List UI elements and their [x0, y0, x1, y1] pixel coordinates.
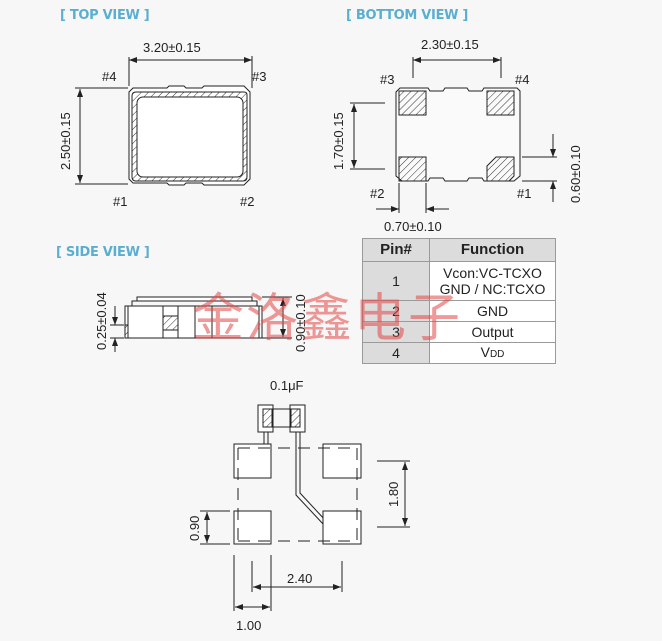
pin-function: VDD [429, 342, 556, 364]
top-pin3-label: #3 [252, 69, 266, 84]
side-view-title: [ SIDE VIEW ] [56, 245, 150, 260]
top-width-dim: 3.20±0.15 [143, 40, 201, 55]
top-pin1-label: #1 [113, 194, 127, 209]
top-height-dim: 2.50±0.15 [58, 112, 73, 170]
footprint-drawing [200, 404, 410, 611]
function-column-header: Function [429, 238, 556, 262]
table-row: 2 GND [362, 300, 556, 322]
capacitor-label: 0.1μF [270, 378, 304, 393]
top-pin2-label: #2 [240, 194, 254, 209]
table-row: 1 Vcon:VC-TCXO GND / NC:TCXO [362, 261, 556, 301]
pin-number: 1 [362, 261, 430, 301]
pin-function: GND [429, 300, 556, 322]
vdd-subscript: DD [489, 348, 505, 360]
side-view-drawing [110, 296, 292, 352]
side-base-dim: 0.25±0.04 [94, 292, 109, 350]
pin-function-line1: Vcon:VC-TCXO [443, 265, 542, 281]
table-header-row: Pin# Function [362, 238, 556, 262]
bottom-pitch-dim: 2.30±0.15 [421, 37, 479, 52]
table-row: 3 Output [362, 321, 556, 343]
footprint-pad-height: 0.90 [187, 516, 202, 541]
pin-function-line2: GND / NC:TCXO [439, 281, 546, 297]
pin-number: 2 [362, 300, 430, 322]
pin-function: Vcon:VC-TCXO GND / NC:TCXO [429, 261, 556, 301]
table-row: 4 VDD [362, 342, 556, 364]
bottom-view-title: [ BOTTOM VIEW ] [346, 8, 469, 23]
bottom-pin3-label: #3 [380, 72, 394, 87]
footprint-vertical-pitch: 1.80 [386, 482, 401, 507]
bottom-pad-height-dim: 0.60±0.10 [568, 145, 583, 203]
pin-number: 3 [362, 321, 430, 343]
vdd-main: V [480, 343, 490, 360]
pin-function-table: Pin# Function 1 Vcon:VC-TCXO GND / NC:TC… [362, 238, 556, 364]
bottom-view-drawing [350, 57, 557, 213]
side-height-dim: 0.90±0.10 [293, 294, 308, 352]
footprint-horizontal-pitch: 2.40 [287, 571, 312, 586]
footprint-pad-width: 1.00 [236, 618, 261, 633]
top-pin4-label: #4 [102, 69, 116, 84]
top-view-drawing [75, 56, 253, 186]
bottom-pin2-label: #2 [370, 186, 384, 201]
pin-column-header: Pin# [362, 238, 430, 262]
pin-function: Output [429, 321, 556, 343]
pin-number: 4 [362, 342, 430, 364]
top-view-title: [ TOP VIEW ] [60, 8, 150, 23]
bottom-span-dim: 1.70±0.15 [331, 112, 346, 170]
bottom-pad-width-dim: 0.70±0.10 [384, 219, 442, 234]
bottom-pin4-label: #4 [515, 72, 529, 87]
bottom-pin1-label: #1 [517, 186, 531, 201]
